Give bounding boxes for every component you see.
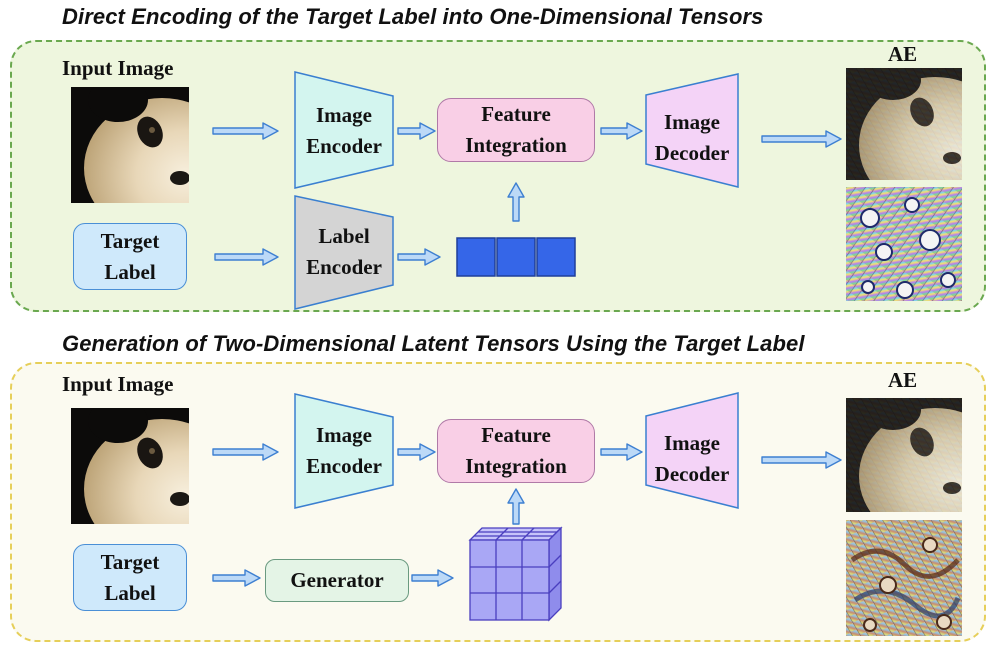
arrow-label-encoder-to-tensor	[397, 248, 441, 266]
feature-integration-line1: Feature	[481, 102, 551, 126]
ae-label-bottom: AE	[888, 368, 918, 392]
arrow-target-to-label-encoder	[214, 248, 279, 266]
bottom-section-title: Generation of Two-Dimensional Latent Ten…	[62, 331, 805, 356]
feature-integration-line2: Integration	[465, 133, 567, 157]
image-decoder-text-top: Image Decoder	[646, 104, 738, 172]
image-encoder-top	[294, 71, 394, 189]
ae-output-image-top	[846, 68, 962, 180]
feature-integration-box-top: Feature Integration	[437, 98, 595, 162]
ae-label-top: AE	[888, 42, 918, 66]
arrow-input-to-encoder-bottom	[212, 443, 279, 461]
image-decoder-line2: Decoder	[654, 462, 730, 486]
image-decoder-line2: Decoder	[654, 141, 730, 165]
input-image-bottom	[71, 408, 189, 524]
image-decoder-line1: Image	[664, 110, 720, 134]
image-decoder-bottom	[645, 392, 739, 509]
arrow-decoder-to-ae-top	[761, 130, 842, 148]
two-dimensional-tensor	[468, 526, 563, 622]
image-encoder-line1: Image	[316, 423, 372, 447]
arrow-generator-to-tensor	[411, 569, 454, 587]
target-label-box-top: Target Label	[73, 223, 187, 290]
image-encoder-line2: Encoder	[306, 133, 382, 158]
label-encoder-text: Label Encoder	[295, 218, 393, 286]
arrow-tensor-to-feature-bottom	[507, 488, 525, 525]
feature-integration-line1: Feature	[481, 423, 551, 447]
arrow-feature-to-decoder-bottom	[600, 443, 643, 461]
target-label-line1: Target	[100, 549, 160, 574]
target-label-box-bottom: Target Label	[73, 544, 187, 611]
input-image-label-top: Input Image	[62, 56, 174, 80]
label-encoder-top	[294, 195, 394, 310]
image-encoder-line2: Encoder	[306, 454, 382, 478]
input-image-top	[71, 87, 189, 203]
arrow-decoder-to-ae-bottom	[761, 451, 842, 469]
top-section-title: Direct Encoding of the Target Label into…	[62, 4, 764, 29]
target-label-line2: Label	[104, 259, 156, 284]
arrow-encoder-to-feature-top	[397, 122, 436, 140]
perturbation-image-bottom	[846, 520, 962, 636]
image-decoder-line1: Image	[664, 431, 720, 455]
arrow-encoder-to-feature-bottom	[397, 443, 436, 461]
image-encoder-line1: Image	[316, 102, 372, 127]
feature-integration-box-bottom: Feature Integration	[437, 419, 595, 483]
image-encoder-text-top: Image Encoder	[295, 96, 393, 165]
arrow-target-to-generator	[212, 569, 261, 587]
target-label-line2: Label	[104, 580, 156, 605]
feature-integration-line2: Integration	[465, 454, 567, 478]
arrow-feature-to-decoder-top	[600, 122, 643, 140]
generator-box: Generator	[265, 559, 409, 602]
arrow-tensor-to-feature-top	[507, 182, 525, 222]
perturbation-image-top	[846, 187, 962, 301]
image-decoder-text-bottom: Image Decoder	[646, 425, 738, 493]
target-label-line1: Target	[100, 228, 160, 253]
input-image-label-bottom: Input Image	[62, 372, 174, 396]
label-encoder-line2: Encoder	[306, 255, 382, 279]
one-dimensional-tensor	[456, 237, 576, 277]
arrow-input-to-encoder-top	[212, 122, 279, 140]
label-encoder-line1: Label	[318, 224, 370, 248]
ae-output-image-bottom	[846, 398, 962, 512]
image-encoder-text-bottom: Image Encoder	[295, 417, 393, 485]
image-decoder-top	[645, 73, 739, 188]
image-encoder-bottom	[294, 393, 394, 509]
